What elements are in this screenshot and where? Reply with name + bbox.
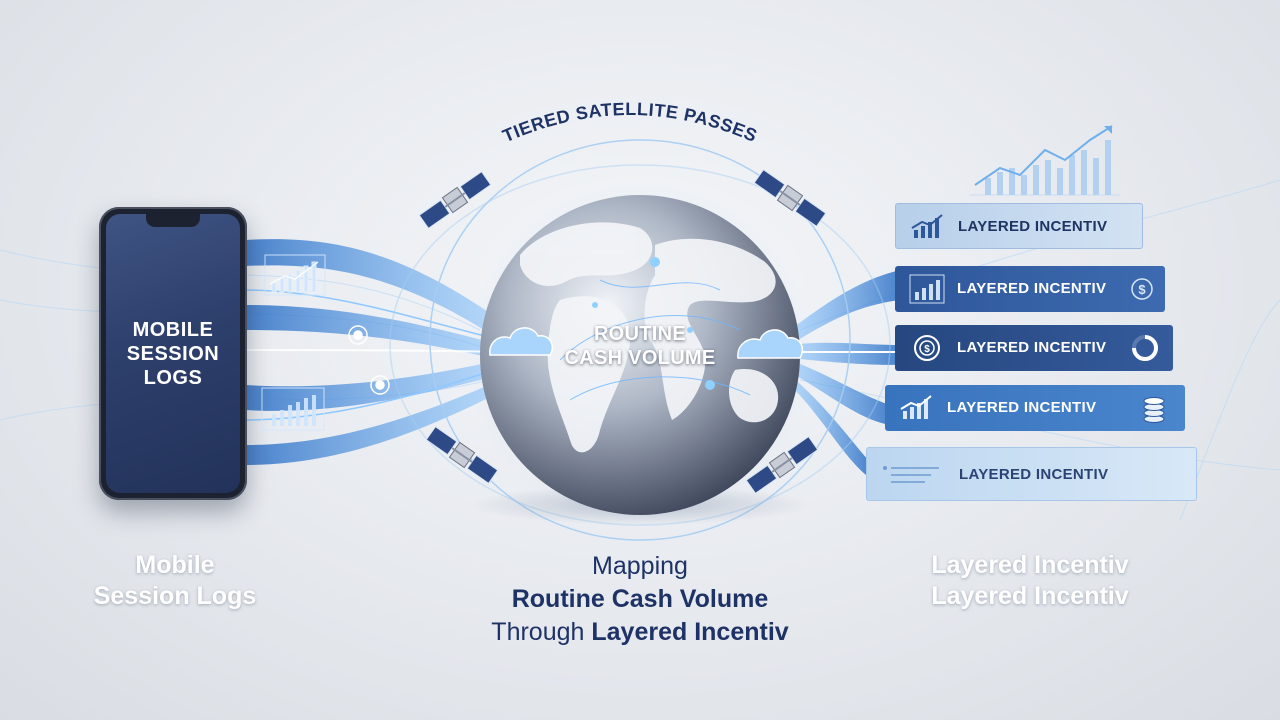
dollar-coin-icon: $	[1131, 278, 1153, 300]
incentive-bar-label: LAYERED INCENTIV	[947, 399, 1097, 416]
svg-text:$: $	[1138, 282, 1146, 297]
top-right-chart	[970, 125, 1120, 196]
incentive-bar-label: LAYERED INCENTIV	[958, 218, 1108, 235]
flow-node-icons	[348, 325, 390, 395]
left-flow-chart-2	[261, 387, 325, 431]
incentive-bar-2: LAYERED INCENTIV $	[895, 266, 1165, 312]
phone-notch	[146, 214, 200, 227]
incentive-bar-1: LAYERED INCENTIV	[895, 203, 1143, 249]
caption-middle: Mapping Routine Cash Volume Through Laye…	[491, 552, 789, 646]
cloud-icon	[737, 329, 804, 359]
cloud-icon	[489, 327, 554, 356]
trend-chart-icon	[900, 395, 932, 419]
incentive-bar-label: LAYERED INCENTIV	[957, 280, 1107, 297]
bar-chart-icon	[909, 274, 945, 304]
phone-label: MOBILE SESSION LOGS	[126, 318, 220, 389]
satellite-icon	[418, 170, 492, 230]
flow-band-3	[245, 360, 500, 411]
satellite-icon	[753, 168, 827, 228]
arc-title: TIERED SATELLITE PASSES	[500, 99, 761, 146]
trend-chart-icon	[911, 214, 943, 238]
flow-band-4	[245, 380, 500, 465]
phone-device: MOBILE SESSION LOGS	[99, 207, 247, 500]
coin-stack-icon	[1143, 397, 1165, 423]
globe-label: ROUTINE CASH VOLUME	[564, 323, 716, 369]
satellite-icon	[425, 425, 499, 485]
incentive-bar-3: $ LAYERED INCENTIV	[895, 325, 1173, 371]
incentive-bar-label: LAYERED INCENTIV	[957, 339, 1107, 356]
caption-right: Layered Incentiv Layered Incentiv	[931, 551, 1129, 610]
satellite-icon	[745, 435, 819, 495]
phone-screen: MOBILE SESSION LOGS	[106, 214, 240, 493]
incentive-bar-label: LAYERED INCENTIV	[959, 466, 1109, 483]
flow-band-2	[245, 305, 500, 360]
incentive-bar-5: LAYERED INCENTIV	[866, 447, 1197, 501]
dollar-circle-icon: $	[914, 335, 940, 361]
caption-left: Mobile Session Logs	[93, 551, 257, 610]
svg-text:$: $	[924, 344, 930, 355]
left-data-flows	[244, 239, 501, 465]
globe	[480, 195, 800, 515]
incentive-bar-4: LAYERED INCENTIV	[885, 385, 1185, 431]
progress-ring-icon	[1132, 335, 1158, 361]
list-icon	[883, 466, 939, 483]
flow-band-1	[245, 239, 500, 340]
left-flow-chart-1	[264, 254, 326, 296]
